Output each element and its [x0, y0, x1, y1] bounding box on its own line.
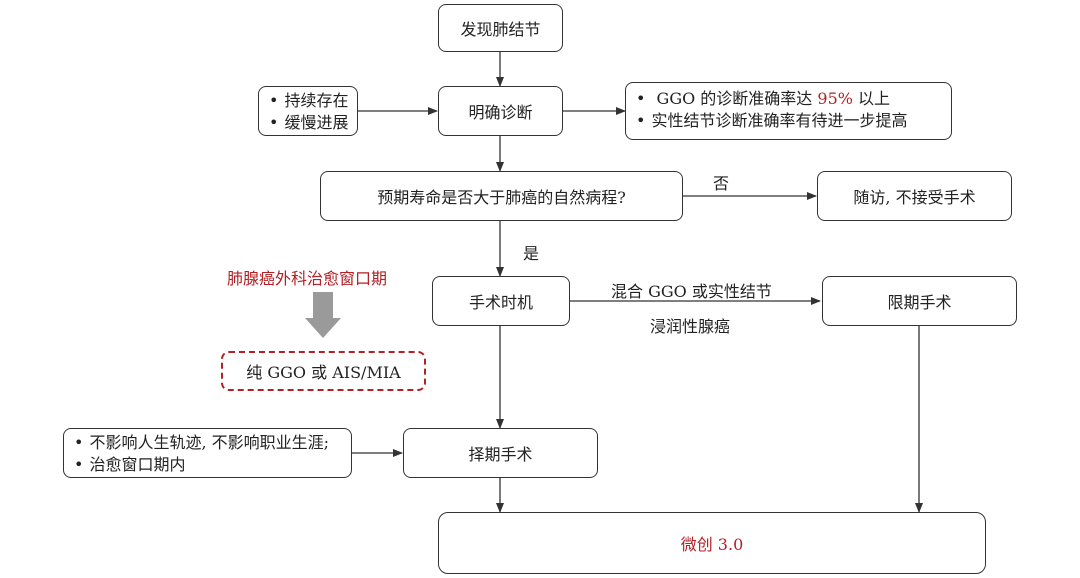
edge-label-mixed: 混合 GGO 或实性结节	[611, 282, 772, 301]
bottom-condition-list: 不影响人生轨迹, 不影响职业生涯; 治愈窗口期内	[63, 428, 352, 478]
node-diagnose: 明确诊断	[438, 86, 563, 136]
edge-label-invasive: 浸润性腺癌	[650, 317, 731, 336]
node-elective: 择期手术	[403, 428, 598, 478]
list-item: 治愈窗口期内	[74, 454, 341, 476]
window-title: 肺腺癌外科治愈窗口期	[227, 269, 388, 288]
node-timing: 手术时机	[432, 276, 570, 326]
list-item: 不影响人生轨迹, 不影响职业生涯;	[74, 432, 341, 454]
node-discover: 发现肺结节	[438, 4, 563, 52]
node-minimally-invasive: 微创 3.0	[438, 512, 986, 574]
edge-label-yes: 是	[523, 244, 540, 263]
accuracy-text-prefix: GGO 的诊断准确率达	[656, 89, 818, 108]
node-limited: 限期手术	[822, 276, 1017, 326]
accuracy-percent: 95%	[817, 89, 853, 108]
window-dashed-box: 纯 GGO 或 AIS/MIA	[221, 351, 426, 391]
node-follow-up: 随访, 不接受手术	[817, 171, 1012, 221]
list-item: 实性结节诊断准确率有待进一步提高	[636, 110, 941, 132]
list-item: 缓慢进展	[269, 112, 348, 134]
gray-down-arrow	[305, 292, 341, 338]
left-condition-list: 持续存在 缓慢进展	[258, 86, 358, 136]
list-item: 持续存在	[269, 90, 348, 112]
right-accuracy-list: GGO 的诊断准确率达 95% 以上 实性结节诊断准确率有待进一步提高	[625, 82, 952, 140]
list-item: GGO 的诊断准确率达 95% 以上	[636, 88, 941, 110]
accuracy-text-suffix: 以上	[852, 89, 891, 108]
edge-label-no: 否	[713, 174, 730, 193]
node-life-question: 预期寿命是否大于肺癌的自然病程?	[320, 171, 683, 221]
